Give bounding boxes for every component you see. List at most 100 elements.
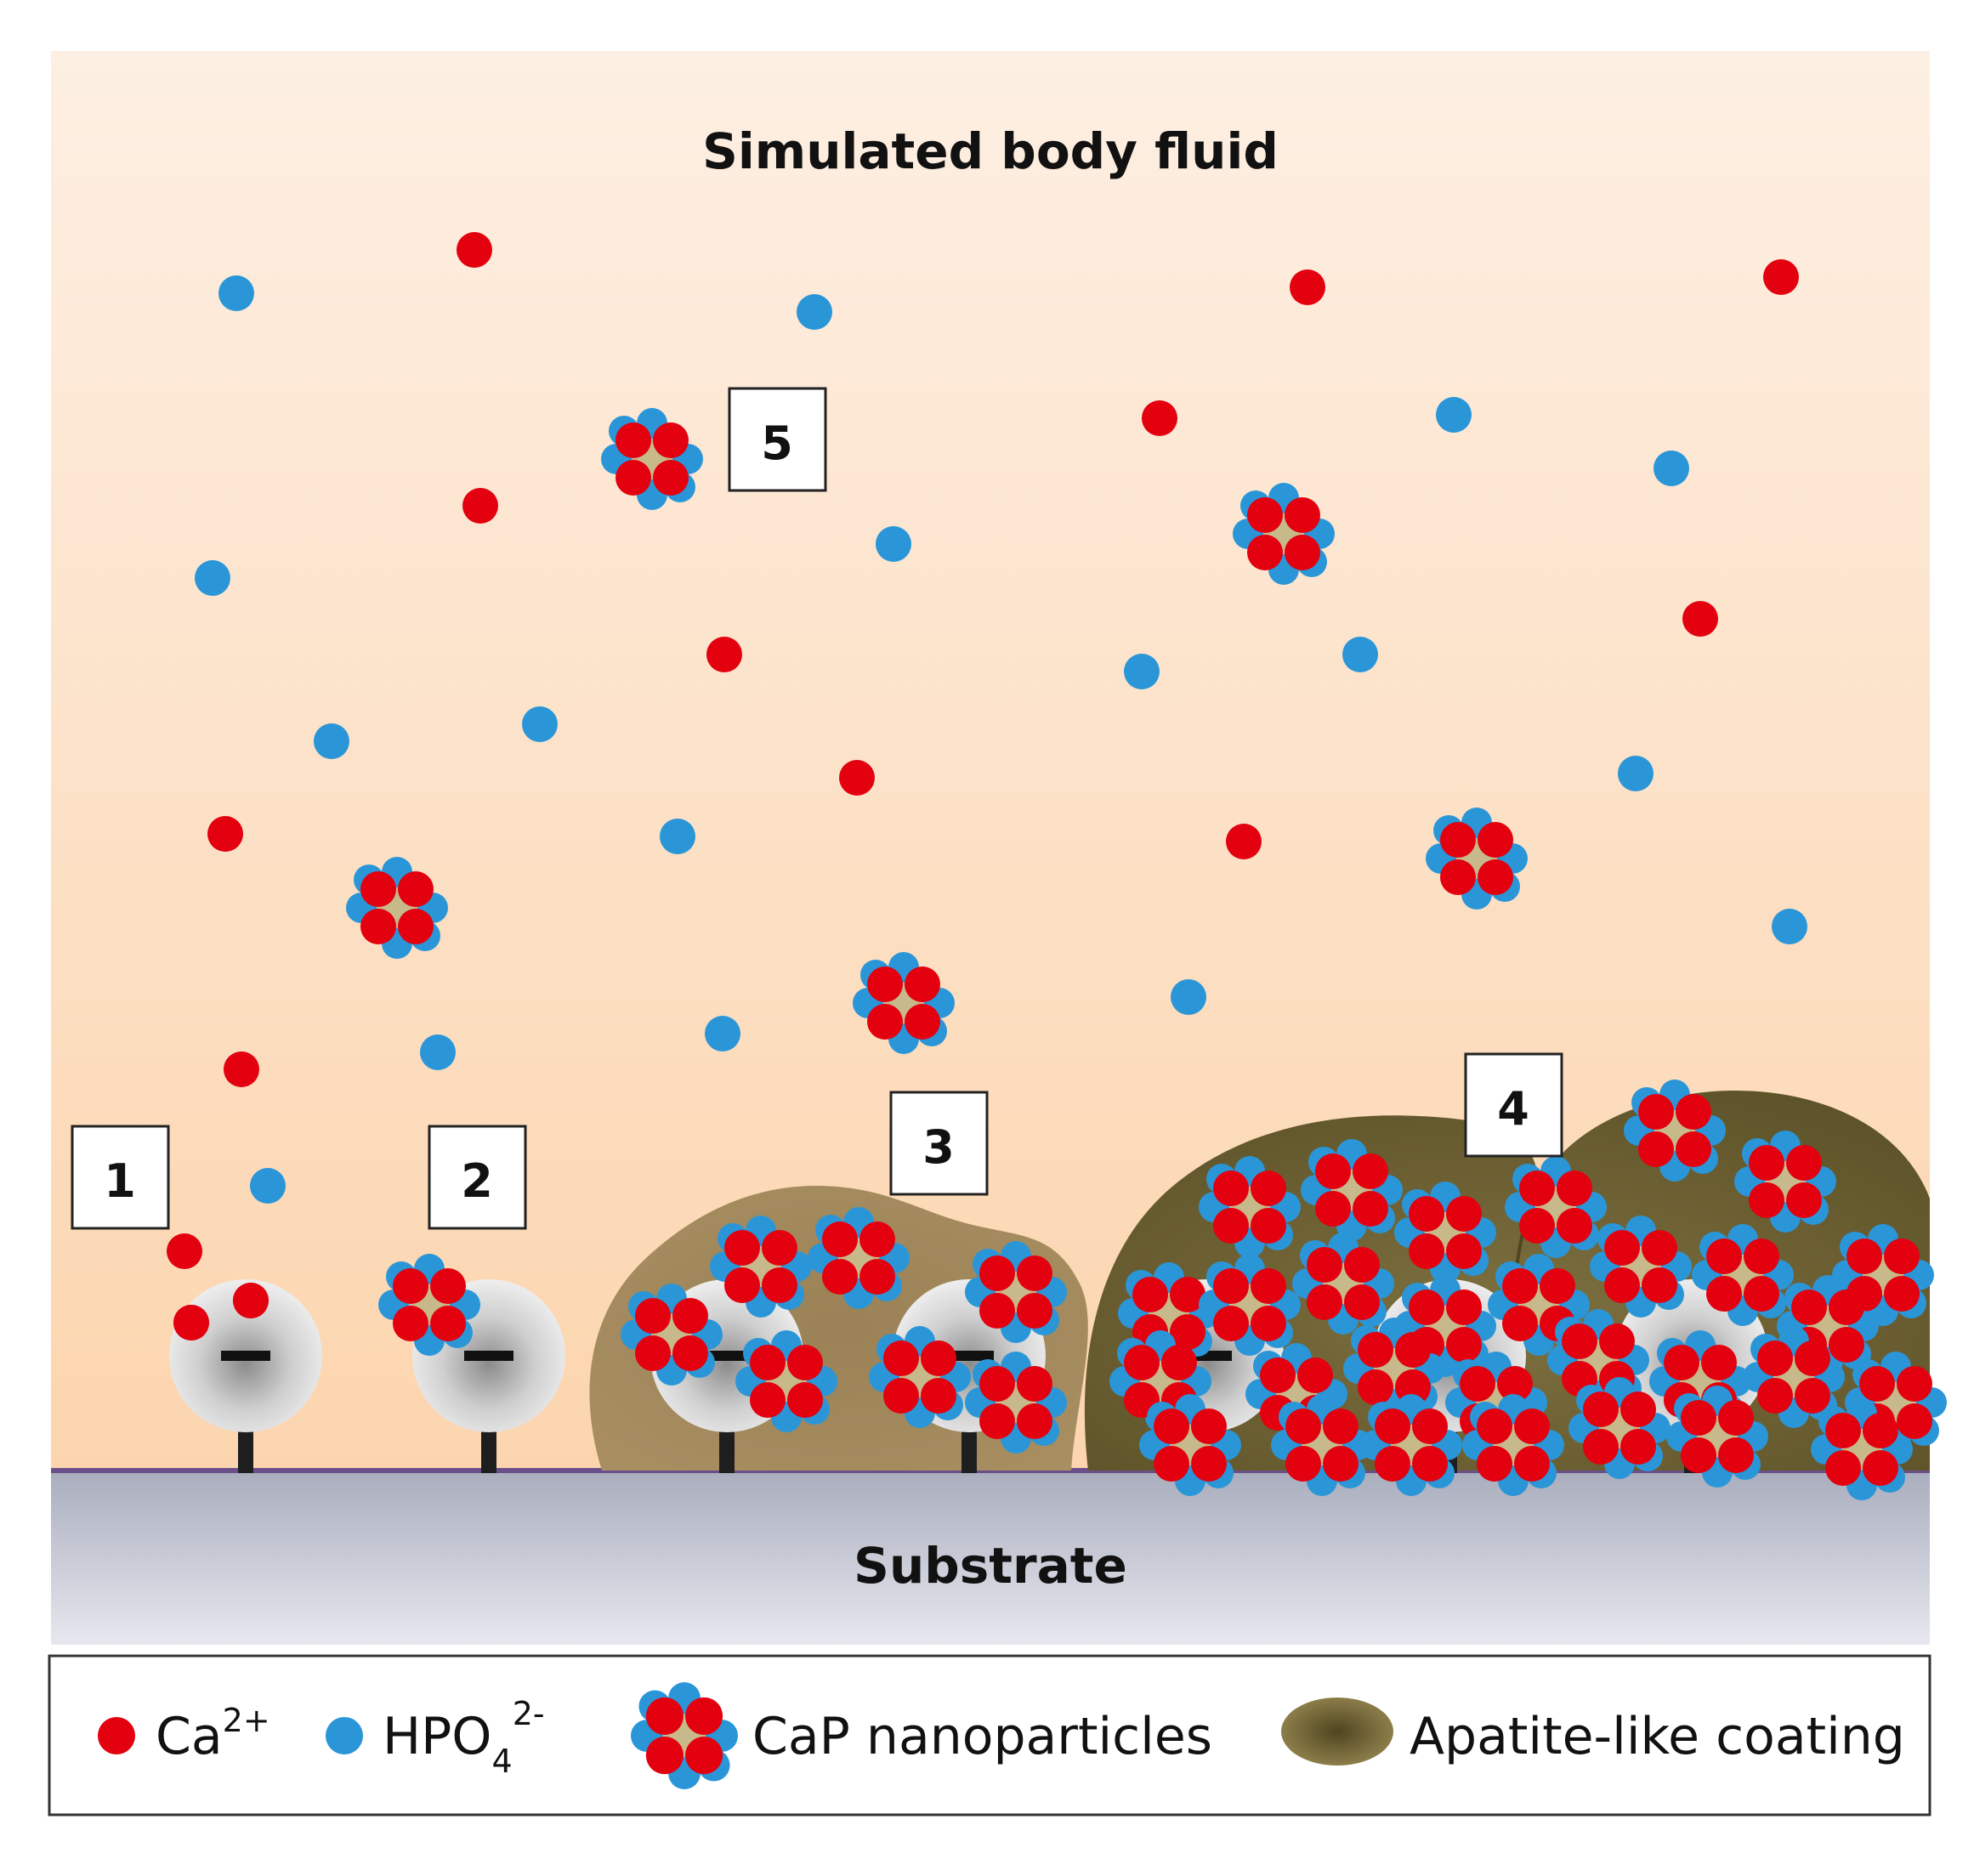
legend-hpo-swatch — [326, 1717, 363, 1754]
cap-nanoparticle — [869, 1326, 971, 1428]
step-box-2: 2 — [428, 1125, 527, 1230]
substrate-label: Substrate — [854, 1537, 1127, 1595]
nanoparticle-calcium — [905, 966, 940, 1002]
negative-charge — [944, 1351, 994, 1361]
nanoparticle-calcium — [1599, 1323, 1635, 1359]
nanoparticle-calcium — [1440, 822, 1476, 858]
nanoparticle-calcium — [1757, 1378, 1793, 1414]
hpo-ion — [1772, 909, 1807, 944]
nanoparticle-calcium — [398, 909, 434, 944]
nanoparticle-calcium — [1358, 1369, 1393, 1405]
substrate-region — [51, 1471, 1930, 1645]
nanoparticle-calcium — [1409, 1233, 1444, 1269]
cap-nanoparticle — [1666, 1386, 1768, 1488]
nanoparticle-calcium — [1540, 1268, 1575, 1304]
nanoparticle-calcium — [724, 1230, 760, 1266]
nanoparticle-calcium — [1846, 1238, 1882, 1274]
nanoparticle-calcium — [1154, 1446, 1189, 1482]
step-box-3: 3 — [889, 1091, 989, 1196]
negative-charge — [702, 1351, 752, 1361]
ca-ion-adsorbed — [173, 1305, 209, 1340]
nanoparticle-calcium — [1353, 1191, 1388, 1227]
negative-charge — [464, 1351, 513, 1361]
nanoparticle-calcium — [1412, 1408, 1448, 1444]
nanoparticle-calcium — [615, 422, 651, 458]
nanoparticle-calcium — [653, 460, 689, 496]
step-box-4: 4 — [1464, 1052, 1563, 1158]
hpo-ion — [876, 526, 911, 562]
cap-nanoparticle — [1139, 1394, 1241, 1496]
hpo-ion — [1654, 451, 1689, 486]
nanoparticle-calcium — [1620, 1429, 1656, 1465]
nanoparticle-calcium — [1642, 1267, 1677, 1303]
nanoparticle-calcium — [1829, 1289, 1864, 1325]
nanoparticle-calcium — [398, 871, 434, 907]
nanoparticle-calcium — [1502, 1306, 1538, 1341]
nanoparticle-calcium — [430, 1306, 466, 1341]
nanoparticle-calcium — [1664, 1345, 1699, 1380]
nanoparticle-calcium — [1681, 1437, 1716, 1473]
cap-nanoparticle — [346, 857, 448, 959]
cap-nanoparticle — [378, 1254, 480, 1356]
cap-nanoparticle — [601, 408, 703, 510]
nanoparticle-calcium — [1191, 1408, 1227, 1444]
nanoparticle-calcium — [1323, 1408, 1359, 1444]
ca-ion — [1682, 601, 1718, 637]
nanoparticle-calcium — [1744, 1238, 1779, 1274]
nanoparticle-calcium — [1791, 1289, 1827, 1325]
cap-nanoparticle — [735, 1330, 837, 1432]
nanoparticle-calcium — [883, 1378, 919, 1414]
nanoparticle-calcium — [859, 1259, 895, 1295]
nanoparticle-calcium — [1446, 1196, 1482, 1232]
nanoparticle-calcium — [1017, 1255, 1052, 1291]
ca-ion — [167, 1233, 202, 1269]
nanoparticle-calcium — [1353, 1153, 1388, 1189]
nanoparticle-calcium — [1519, 1208, 1555, 1244]
nanoparticle-calcium — [1718, 1437, 1754, 1473]
hpo-ion — [1342, 637, 1378, 672]
nanoparticle-calcium — [1519, 1170, 1555, 1206]
hpo-ion — [1436, 397, 1472, 433]
nanoparticle-calcium — [645, 1697, 684, 1735]
cap-nanoparticle — [965, 1241, 1067, 1343]
hpo-ion — [705, 1016, 740, 1051]
hpo-ion — [314, 723, 349, 759]
nanoparticle-calcium — [1460, 1366, 1495, 1402]
hpo-ion — [250, 1168, 286, 1204]
cap-nanoparticle — [1426, 808, 1528, 910]
nanoparticle-calcium — [883, 1340, 919, 1376]
hpo-ion — [797, 294, 832, 330]
hpo-ion — [218, 275, 254, 311]
hpo-ion — [522, 706, 558, 742]
nanoparticle-calcium — [1676, 1094, 1711, 1130]
nanoparticle-calcium — [1315, 1153, 1351, 1189]
free-ions — [167, 232, 1807, 1340]
nanoparticle-calcium — [1681, 1400, 1716, 1436]
nanoparticle-calcium — [1358, 1332, 1393, 1368]
negative-charge — [221, 1351, 270, 1361]
legend-cap-label: CaP nanoparticles — [752, 1707, 1212, 1766]
ca-ion — [462, 488, 498, 524]
nanoparticle-calcium — [750, 1345, 786, 1380]
nanoparticle-calcium — [1897, 1403, 1932, 1439]
nanoparticle-calcium — [635, 1335, 671, 1371]
cap-nanoparticle — [1301, 1139, 1403, 1241]
nanoparticle-calcium — [1638, 1131, 1674, 1167]
nanoparticle-calcium — [1170, 1314, 1205, 1350]
nanoparticle-calcium — [430, 1268, 466, 1304]
nanoparticle-calcium — [979, 1403, 1015, 1439]
nanoparticle-calcium — [1638, 1094, 1674, 1130]
nanoparticle-calcium — [1446, 1233, 1482, 1269]
nanoparticle-calcium — [1307, 1247, 1342, 1283]
nanoparticle-calcium — [1786, 1182, 1822, 1218]
ca-ion — [1142, 400, 1177, 436]
nanoparticle-calcium — [635, 1298, 671, 1334]
nanoparticle-calcium — [360, 909, 396, 944]
nanoparticle-calcium — [1795, 1340, 1830, 1376]
ca-ion — [839, 760, 875, 796]
nanoparticle-calcium — [1620, 1391, 1656, 1427]
hpo-ion — [660, 819, 695, 854]
legend-ca-swatch — [98, 1717, 135, 1754]
nanoparticle-calcium — [979, 1255, 1015, 1291]
